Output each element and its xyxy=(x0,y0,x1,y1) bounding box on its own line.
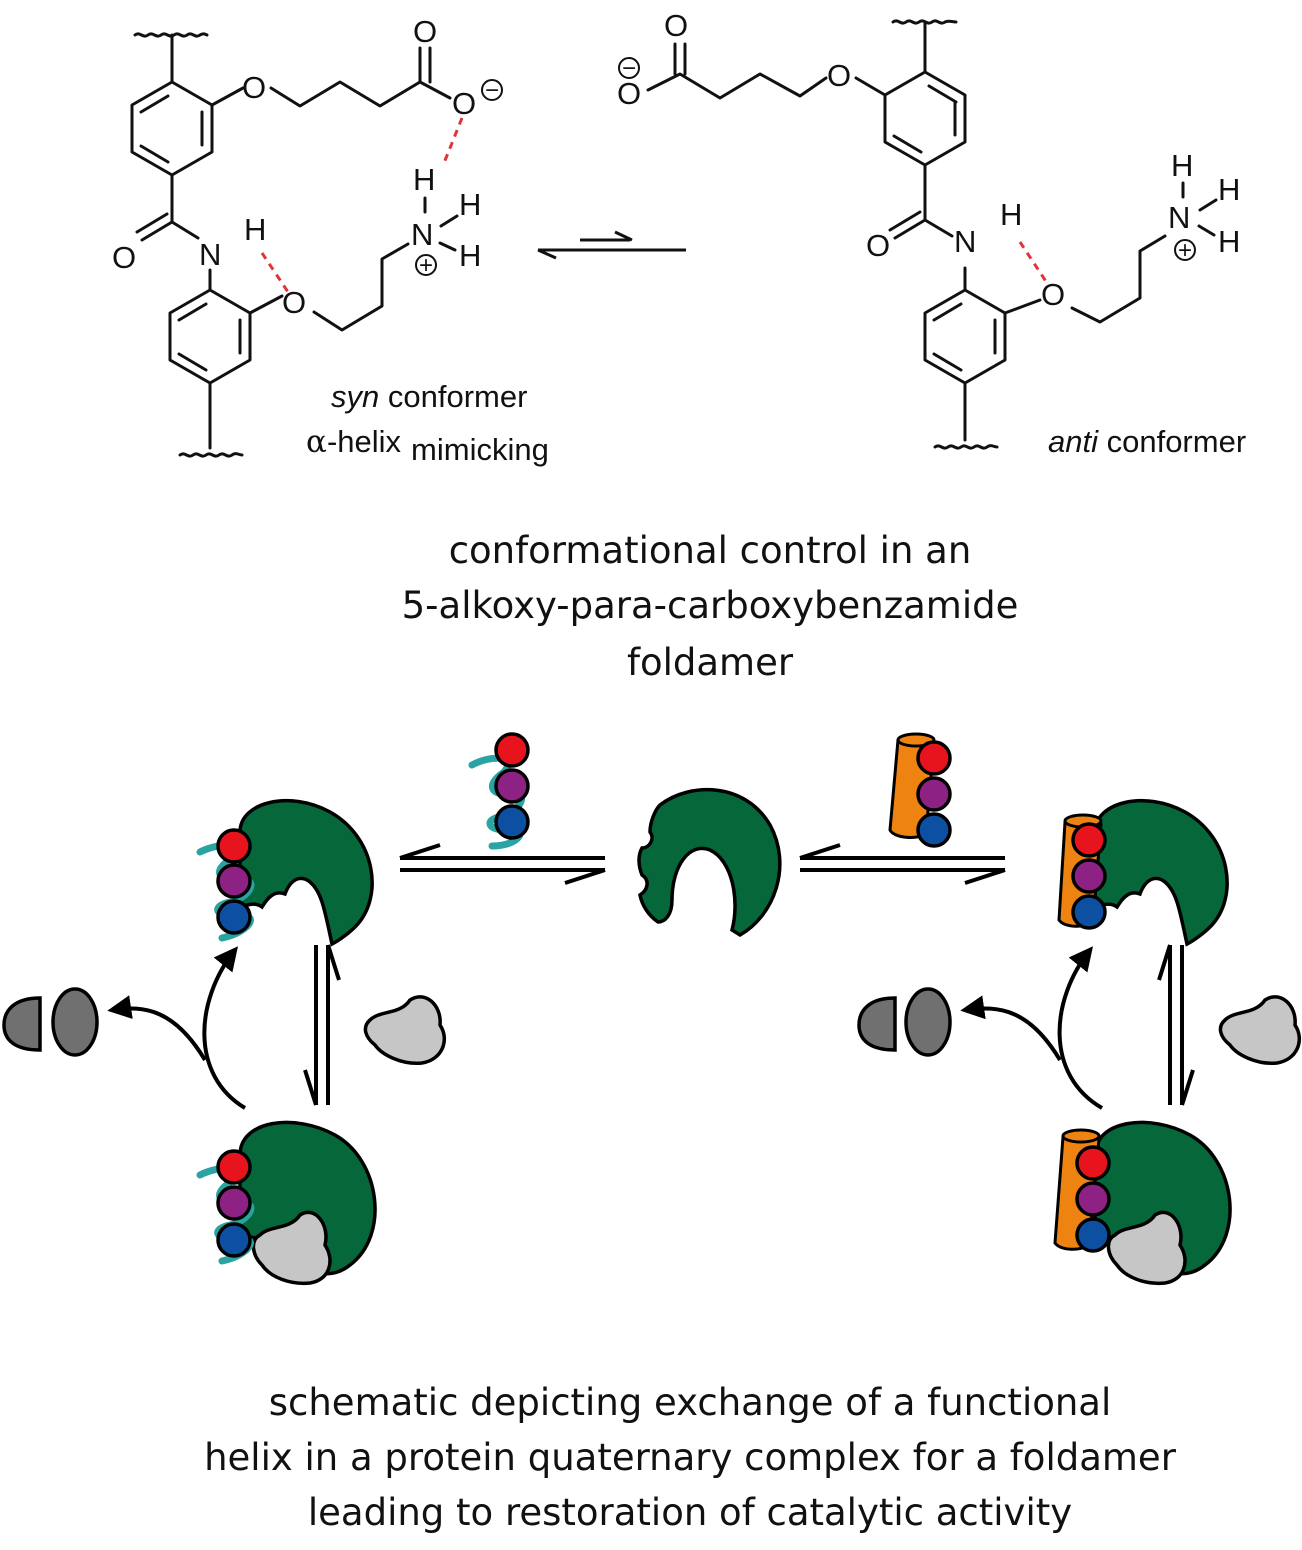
foldamer-ternary-bead-blue xyxy=(1075,1217,1111,1253)
bottom-caption-line-3: leading to restoration of catalytic acti… xyxy=(308,1491,1072,1534)
syn-h-bonded-hydrogen: H xyxy=(413,162,435,197)
top-caption-line-2: 5-alkoxy-para-carboxybenzamide xyxy=(402,584,1019,627)
syn-ether-oxygen-1: O xyxy=(242,70,266,105)
anti-carboxylate-oxygen: O xyxy=(617,76,641,111)
anti-minus-charge: − xyxy=(622,55,636,82)
free-foldamer-bead-red xyxy=(916,740,952,776)
anti-ether-oxygen-2: O xyxy=(1041,277,1065,312)
free-foldamer-bead-blue xyxy=(916,812,952,848)
foldamer-ternary-cylinder-top xyxy=(1061,1128,1101,1144)
alpha-symbol: α xyxy=(306,424,327,460)
helix-bead-purple xyxy=(216,863,252,899)
syn-plus-charge-circle xyxy=(415,254,437,276)
left-catalytic-arrows xyxy=(107,946,247,1110)
top-caption-line-3: foldamer xyxy=(627,641,794,684)
anti-amide-nitrogen: N xyxy=(954,224,976,259)
anti-amide-oxygen: O xyxy=(866,228,890,263)
ternary-bead-blue xyxy=(216,1222,252,1258)
foldamer-binding-equilibrium-arrow xyxy=(799,843,1006,885)
foldamer-bead-blue xyxy=(1071,894,1107,930)
free-helix-bead-purple xyxy=(494,768,530,804)
bottom-caption: schematic depicting exchange of a functi… xyxy=(204,1381,1177,1534)
helix-protein-complex-top xyxy=(196,798,374,947)
anti-carbonyl-oxygen: O xyxy=(664,8,688,43)
helix-bead-red xyxy=(216,828,252,864)
free-helix-bead-red xyxy=(494,732,530,768)
top-caption-line-1: conformational control in an xyxy=(449,529,972,572)
anti-ammonium-hydrogen-1: H xyxy=(1218,172,1240,207)
complex-protein xyxy=(238,798,374,947)
syn-amide-hydrogen: H xyxy=(244,212,266,247)
foldamer-bound-substrate xyxy=(1106,1210,1187,1286)
bottom-caption-line-1: schematic depicting exchange of a functi… xyxy=(269,1381,1112,1424)
products-left xyxy=(2,987,99,1057)
free-substrate-left xyxy=(363,995,446,1065)
syn-amide-oxygen: O xyxy=(112,240,136,275)
anti-ammonium-hydrogen-2: H xyxy=(1218,224,1240,259)
anti-conformer-structure: O O O − O N H O H N H H + xyxy=(617,8,1240,450)
bottom-caption-line-2: helix in a protein quaternary complex fo… xyxy=(204,1436,1177,1479)
helix-bead-blue xyxy=(216,899,252,935)
foldamer-substrate-complex xyxy=(1053,1120,1232,1286)
syn-amide-nitrogen: N xyxy=(199,237,221,272)
syn-minus-charge-circle xyxy=(481,79,503,101)
foldamer-ternary-bead-purple xyxy=(1075,1181,1111,1217)
top-caption: conformational control in an 5-alkoxy-pa… xyxy=(402,529,1019,684)
product-half-disc-left xyxy=(2,996,42,1052)
anti-conformer-label: anti conformer xyxy=(1048,424,1246,459)
syn-minus-charge: − xyxy=(485,77,499,104)
anti-minus-charge-circle xyxy=(618,57,640,79)
bound-substrate xyxy=(251,1210,332,1286)
products-right xyxy=(857,987,952,1057)
anti-plus-charge-circle xyxy=(1174,239,1196,261)
ternary-bead-purple xyxy=(216,1185,252,1221)
syn-ammonium-hydrogen-1: H xyxy=(459,187,481,222)
conformer-equilibrium-arrow xyxy=(537,230,686,260)
free-foldamer xyxy=(888,732,952,848)
product-ellipse-right xyxy=(904,987,952,1057)
anti-ether-oxygen-1: O xyxy=(827,58,851,93)
foldamer-protein-complex-top xyxy=(1057,798,1229,947)
product-half-disc-right xyxy=(857,996,897,1052)
free-protein xyxy=(637,787,782,938)
anti-plus-charge: + xyxy=(1178,237,1192,264)
foldamer-bead-red xyxy=(1071,822,1107,858)
foldamer-complex-protein xyxy=(1093,798,1229,947)
syn-ether-oxygen-2: O xyxy=(282,285,306,320)
free-foldamer-bead-purple xyxy=(916,776,952,812)
syn-plus-charge: + xyxy=(419,252,433,279)
foldamer-bead-purple xyxy=(1071,858,1107,894)
right-catalytic-arrows xyxy=(960,946,1104,1110)
syn-carboxylate-oxygen: O xyxy=(452,86,476,121)
ternary-bead-red xyxy=(216,1149,252,1185)
anti-amide-hydrogen: H xyxy=(1000,197,1022,232)
helix-binding-equilibrium-arrow xyxy=(399,843,606,885)
product-ellipse-left xyxy=(51,987,99,1057)
syn-ammonium-nitrogen: N xyxy=(411,217,433,252)
left-substrate-binding-arrow xyxy=(303,944,341,1106)
syn-ammonium-hydrogen-2: H xyxy=(459,238,481,273)
free-helix-bead-blue xyxy=(494,804,530,840)
syn-carbonyl-oxygen: O xyxy=(413,14,437,49)
free-substrate-right xyxy=(1218,995,1301,1065)
right-substrate-binding-arrow xyxy=(1157,944,1195,1106)
helix-substrate-complex xyxy=(196,1120,377,1286)
syn-conformer-label: syn conformer xyxy=(331,379,527,414)
syn-conformer-structure: O O O − H O N H O N H H + xyxy=(112,14,503,458)
anti-ammonium-nitrogen: N xyxy=(1168,200,1190,235)
foldamer-ternary-bead-red xyxy=(1075,1145,1111,1181)
free-helix xyxy=(468,732,530,850)
anti-ammonium-hydrogen-top: H xyxy=(1171,148,1193,183)
